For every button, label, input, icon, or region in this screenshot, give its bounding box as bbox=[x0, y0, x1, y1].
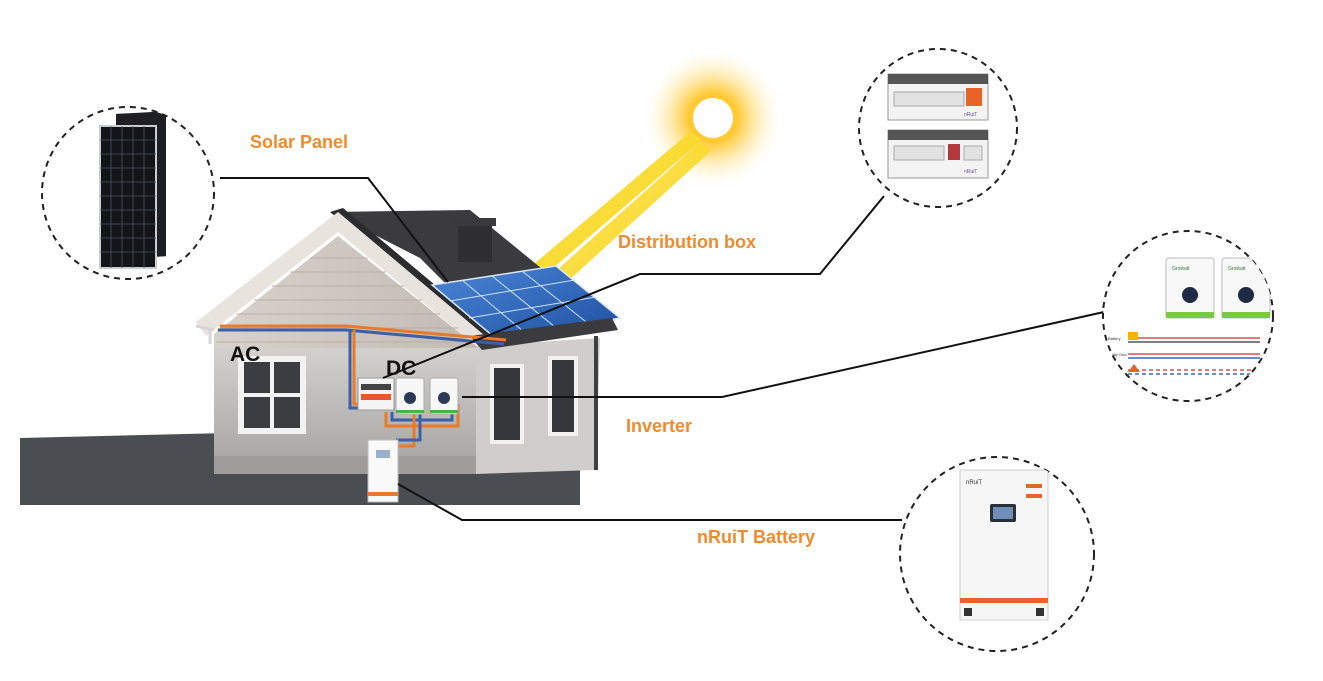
legend-battery: Battery bbox=[1108, 336, 1121, 341]
sun-beam bbox=[508, 132, 702, 292]
inverter-label: Inverter bbox=[626, 416, 693, 436]
battery-callout: nRuiT bbox=[899, 456, 1095, 652]
wall-inverter bbox=[395, 377, 425, 415]
window bbox=[490, 364, 524, 444]
house-battery bbox=[367, 439, 399, 503]
solar-panel-label: Solar Panel bbox=[250, 132, 349, 152]
distribution-brand-top: nRuiT bbox=[964, 112, 977, 118]
dc-label: DC bbox=[386, 357, 417, 380]
legend-loads: Loads bbox=[1108, 368, 1119, 373]
distribution-box-callout: nRuiT nRuiT bbox=[858, 48, 1018, 208]
ac-label: AC bbox=[230, 343, 261, 366]
wall-inverter bbox=[429, 377, 459, 415]
inverter-callout: Growatt Growatt Battery Utility Grid Loa… bbox=[1102, 230, 1274, 402]
legend-utility-grid: Utility Grid bbox=[1108, 352, 1126, 357]
solar-panel-callout bbox=[41, 106, 215, 280]
sun-beam bbox=[528, 142, 712, 302]
battery-brand: nRuiT bbox=[966, 480, 982, 486]
window bbox=[238, 356, 306, 434]
house bbox=[195, 208, 622, 503]
inverter-brand-left: Growatt bbox=[1172, 266, 1190, 272]
battery-label: nRuiT Battery bbox=[697, 527, 816, 547]
inverter-brand-right: Growatt bbox=[1228, 266, 1246, 272]
distribution-brand-bottom: nRuiT bbox=[964, 169, 977, 175]
distribution-box-label: Distribution box bbox=[618, 232, 756, 252]
connector-lines bbox=[220, 177, 1105, 521]
wall-distribution-box bbox=[357, 377, 395, 411]
